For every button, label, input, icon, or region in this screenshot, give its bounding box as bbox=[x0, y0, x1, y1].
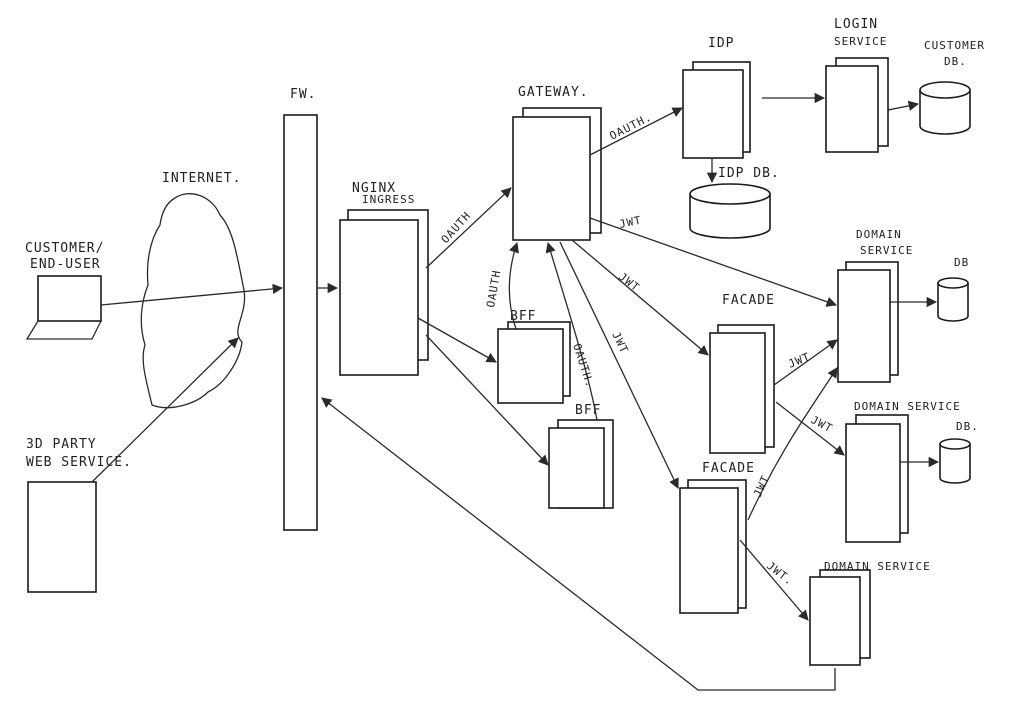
idp-label: IDP bbox=[708, 36, 734, 51]
edge-facade1-to-domain1 bbox=[773, 339, 838, 386]
bff-label-1: BFF bbox=[510, 309, 536, 324]
db-label-2: DB. bbox=[956, 420, 979, 433]
domain-service-1-label-b: SERVICE bbox=[860, 244, 913, 257]
edge-domain3-return bbox=[321, 397, 836, 691]
edge-gateway-to-domain1 bbox=[589, 217, 837, 307]
edge-nginx-to-gateway bbox=[425, 187, 512, 269]
internet-label: INTERNET. bbox=[162, 171, 241, 186]
edge-label-bff2-gateway: OAUTH. bbox=[570, 342, 597, 390]
third-party-web-service-box bbox=[27, 481, 97, 593]
internet-cloud-icon bbox=[140, 193, 246, 409]
bff-box-2 bbox=[548, 419, 614, 509]
login-service-label: SERVICE bbox=[834, 35, 887, 48]
web-service-label: WEB SERVICE. bbox=[26, 455, 132, 470]
domain-service-2-label: DOMAIN SERVICE bbox=[854, 400, 961, 413]
customer-db-label-2: DB. bbox=[944, 55, 967, 68]
edge-nginx-to-bff2 bbox=[425, 334, 549, 466]
end-user-label: END-USER bbox=[30, 257, 101, 272]
firewall-box bbox=[283, 114, 318, 531]
domain-service-box-2 bbox=[845, 414, 909, 543]
idp-db-label: IDP DB. bbox=[718, 166, 780, 181]
domain-service-box-3 bbox=[809, 569, 871, 666]
bff-label-2: BFF bbox=[575, 403, 601, 418]
gateway-box bbox=[512, 107, 602, 241]
customer-laptop-icon bbox=[25, 275, 102, 340]
edge-label-facade1-domain2: JWT bbox=[809, 413, 835, 435]
edge-bff1-to-gateway bbox=[508, 242, 519, 330]
db-label-1: DB bbox=[954, 256, 969, 269]
ingress-label: INGRESS bbox=[362, 193, 415, 206]
bff-box-1 bbox=[497, 321, 571, 404]
edge-label-bff-gateway: OAUTH bbox=[484, 269, 503, 309]
domain-service-box-1 bbox=[837, 261, 899, 383]
db-cylinder-2 bbox=[939, 438, 971, 484]
customer-db-label-1: CUSTOMER bbox=[924, 39, 985, 52]
facade-box-2 bbox=[679, 479, 747, 614]
facade-box-1 bbox=[709, 324, 775, 454]
nginx-label: NGINX bbox=[352, 181, 396, 196]
edge-nginx-to-bff1 bbox=[417, 317, 497, 363]
gateway-label: GATEWAY. bbox=[518, 85, 589, 100]
edge-label-gateway-domain: JWT bbox=[618, 213, 643, 230]
domain-service-1-label-a: DOMAIN bbox=[856, 228, 902, 241]
edge-facade2-to-domain3 bbox=[739, 539, 809, 621]
edge-facade2-to-domain1 bbox=[747, 367, 838, 521]
domain-service-3-label: DOMAIN SERVICE bbox=[824, 560, 931, 573]
edge-gateway-to-facade2 bbox=[559, 241, 679, 489]
nginx-ingress-box bbox=[339, 209, 429, 376]
edge-login-to-customer-db bbox=[887, 100, 920, 111]
edge-third-party-to-internet bbox=[91, 337, 239, 483]
customer-label: CUSTOMER/ bbox=[25, 241, 104, 256]
edge-facade1-to-domain2 bbox=[775, 401, 845, 456]
edge-customer-to-firewall bbox=[100, 283, 284, 306]
third-party-label: 3D PARTY bbox=[26, 437, 97, 452]
edge-bff2-to-gateway bbox=[545, 242, 598, 421]
login-service-box bbox=[825, 57, 889, 153]
idp-box bbox=[682, 61, 751, 159]
facade-label-1: FACADE bbox=[722, 293, 775, 308]
firewall-label: FW. bbox=[290, 87, 316, 102]
db-cylinder-1 bbox=[937, 277, 969, 322]
edge-gateway-to-facade1 bbox=[571, 239, 709, 356]
login-label: LOGIN bbox=[834, 17, 878, 32]
edge-label-gateway-facade1: JWT bbox=[616, 270, 642, 294]
idp-db-cylinder bbox=[689, 183, 771, 239]
edge-gateway-to-idp bbox=[589, 107, 683, 156]
facade-label-2: FACADE bbox=[702, 461, 755, 476]
customer-db-cylinder bbox=[919, 81, 971, 135]
